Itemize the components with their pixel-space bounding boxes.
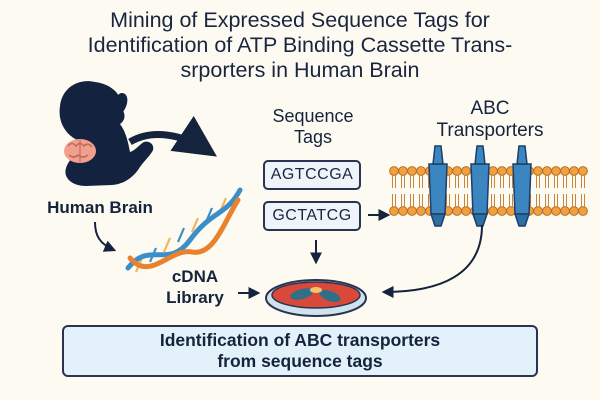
lipid-head xyxy=(461,206,471,216)
lipid-head xyxy=(398,206,408,216)
lipid-head xyxy=(551,206,561,216)
lipid-head xyxy=(551,166,561,176)
sequence-tag-box: GCTATCG xyxy=(263,201,361,231)
result-box: Identification of ABC transporters from … xyxy=(62,325,538,377)
lipid-head xyxy=(578,166,588,176)
result-line-2: from sequence tags xyxy=(217,351,383,371)
abc-transporter-top xyxy=(432,145,444,165)
cdna-label-line-2: Library xyxy=(166,288,224,307)
lipid-head xyxy=(407,206,417,216)
abc-transporter-bottom xyxy=(513,213,531,227)
cdna-label-line-1: cDNA xyxy=(171,267,219,286)
sequence-tags-heading: Sequence Tags xyxy=(258,106,368,148)
lipid-head xyxy=(578,206,588,216)
lipid-head xyxy=(569,166,579,176)
lipid-head xyxy=(533,206,543,216)
sequence-tag-box: AGTCCGA xyxy=(263,160,361,190)
abc-transporter-top xyxy=(474,145,486,165)
abc-heading-line-2: Transporters xyxy=(436,120,544,141)
petri-dish-icon xyxy=(265,279,367,317)
lipid-head xyxy=(533,166,543,176)
lipid-head xyxy=(398,166,408,176)
title-line-2: Identification of ATP Binding Cassette T… xyxy=(87,33,513,57)
lipid-head xyxy=(461,166,471,176)
human-brain-label: Human Brain xyxy=(47,198,153,217)
lipid-head xyxy=(416,206,426,216)
cdna-library-label: cDNA Library xyxy=(160,266,230,308)
lipid-head xyxy=(560,206,570,216)
lipid-head xyxy=(389,166,399,176)
arrow-to-sequence-tags xyxy=(128,115,217,157)
title-line-3: srporters in Human Brain xyxy=(180,58,420,82)
abc-transporter-top xyxy=(516,145,528,165)
abc-transporter-bottom xyxy=(429,213,447,227)
brain-icon xyxy=(64,139,96,163)
lipid-head xyxy=(452,166,462,176)
arrow-to-cdna xyxy=(94,221,117,252)
abc-transporter xyxy=(428,163,448,215)
arrow-transporters-to-dish xyxy=(381,224,483,298)
lipid-head xyxy=(542,166,552,176)
title-line-1: Mining of Expressed Sequence Tags for xyxy=(110,8,490,32)
human-silhouette-icon xyxy=(59,81,154,186)
abc-transporters-heading: ABC Transporters xyxy=(400,98,580,142)
abc-heading-line-1: ABC xyxy=(470,98,510,119)
sequence-tags-heading-line-1: Sequence xyxy=(272,106,354,126)
lipid-head xyxy=(488,206,498,216)
lipid-head xyxy=(488,166,498,176)
lipid-head xyxy=(542,206,552,216)
lipid-head xyxy=(497,166,507,176)
lipid-head xyxy=(407,166,417,176)
lipid-head xyxy=(569,206,579,216)
lipid-head xyxy=(452,206,462,216)
membrane-transporter-icon xyxy=(389,145,588,227)
page-title: Mining of Expressed Sequence Tags for Id… xyxy=(20,8,580,83)
lipid-head xyxy=(560,166,570,176)
abc-transporter xyxy=(470,163,490,215)
abc-transporter xyxy=(512,163,532,215)
result-line-1: Identification of ABC transporters xyxy=(159,330,441,350)
dna-helix-icon xyxy=(125,187,243,273)
abc-transporter-bottom xyxy=(471,213,489,227)
lipid-head xyxy=(497,206,507,216)
sequence-tags-heading-line-2: Tags xyxy=(293,127,333,147)
lipid-head xyxy=(416,166,426,176)
lipid-head xyxy=(389,206,399,216)
